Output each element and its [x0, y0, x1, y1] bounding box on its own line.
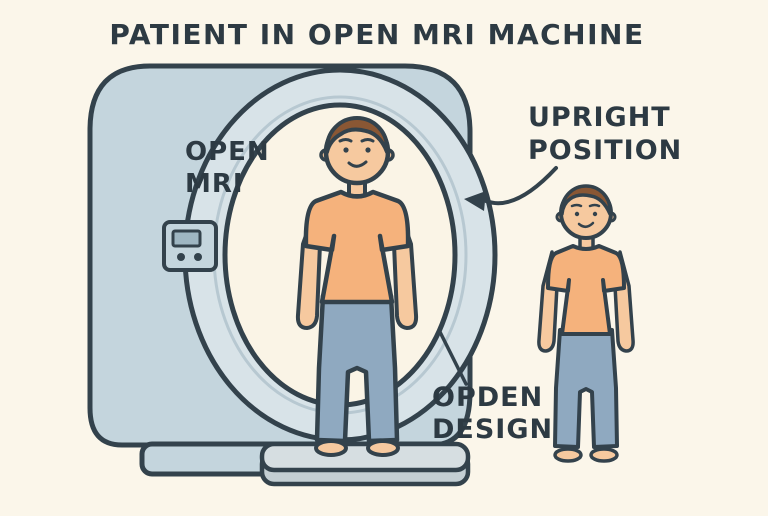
upright-arrow — [484, 166, 558, 206]
standing-foot — [553, 447, 583, 463]
patient-standing — [537, 184, 635, 463]
open-design-annotation: OPDEN DESIGN — [432, 330, 553, 445]
patient-eye — [365, 147, 371, 153]
standing-eyebrow — [588, 203, 601, 208]
standing-pants — [553, 328, 619, 449]
standing-eyebrow — [570, 203, 583, 208]
patient-eyebrow — [338, 138, 353, 143]
standing-smile — [577, 221, 595, 228]
patient-in-mri — [295, 116, 419, 444]
platform-top — [259, 441, 471, 473]
platform — [259, 441, 471, 487]
control-button — [177, 253, 185, 261]
patient-smile — [347, 160, 368, 168]
page-title: PATIENT IN OPEN MRI MACHINE — [109, 18, 644, 51]
control-screen — [171, 229, 202, 248]
upright-label-line2: POSITION — [528, 135, 682, 166]
patient-pants — [314, 293, 400, 444]
upright-position-annotation: UPRIGHT POSITION — [464, 102, 682, 211]
open-mri-label-line2: MRI — [185, 169, 244, 199]
design-label-line1: OPDEN — [432, 382, 543, 413]
standing-hair — [560, 184, 612, 216]
patient-shirt — [303, 189, 411, 305]
standing-shirt — [546, 244, 626, 336]
patient-eye — [343, 147, 349, 153]
control-button — [194, 253, 202, 261]
control-panel — [162, 220, 218, 272]
design-label-line2: DESIGN — [432, 414, 553, 445]
upright-arrowhead — [464, 191, 486, 211]
design-pointer-line — [438, 330, 468, 386]
standing-foot — [589, 447, 619, 463]
standing-eye — [574, 211, 580, 217]
patient-hair — [325, 116, 389, 154]
upright-label-line1: UPRIGHT — [528, 102, 671, 133]
open-mri-label-line1: OPEN — [185, 137, 270, 167]
patient-foot — [366, 439, 400, 457]
standing-eye — [592, 211, 598, 217]
patient-foot — [314, 439, 348, 457]
patient-eyebrow — [360, 138, 375, 143]
